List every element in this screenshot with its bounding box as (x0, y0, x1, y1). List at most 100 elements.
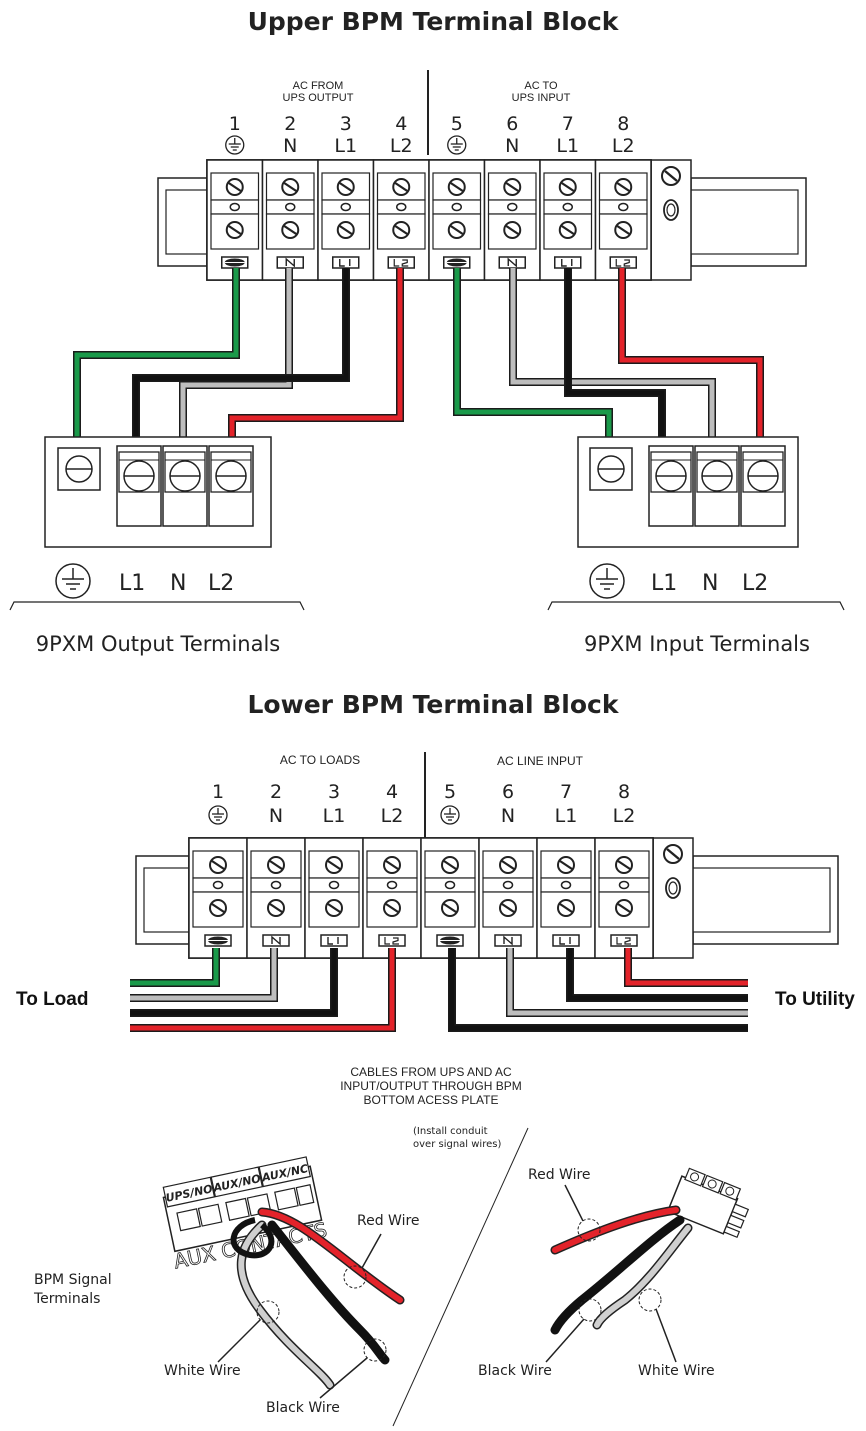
wire-red-load (130, 948, 395, 1031)
wire-white-out (180, 268, 292, 437)
pxm-output-label-n: N (170, 571, 186, 596)
wire-black-out (133, 268, 349, 437)
left-white-wire-label: White Wire (164, 1363, 241, 1379)
pxm-input-bracket (547, 601, 845, 611)
terminal-cell-1 (188, 837, 248, 959)
terminal-name-3: L1 (334, 135, 357, 157)
terminal-number-4: 4 (386, 781, 398, 803)
terminal-name-4: L2 (390, 135, 413, 157)
left-red-wire-label: Red Wire (357, 1213, 420, 1229)
left-black-wire (267, 1220, 390, 1365)
terminal-number-1: 1 (229, 113, 241, 135)
wire-red-utility (625, 948, 748, 986)
pxm-output-caption: 9PXM Output Terminals (36, 632, 281, 656)
terminal-cell-7 (539, 159, 597, 281)
pxm-cell-1 (116, 445, 162, 527)
pxm-input-label-l2: L2 (742, 571, 768, 596)
wire-black-in (565, 268, 665, 437)
left-red-callout-circle (343, 1265, 367, 1289)
terminal-cell-3 (304, 837, 364, 959)
terminal-number-2: 2 (270, 781, 282, 803)
wire-white-load (130, 948, 277, 1001)
right-black-callout-circle (578, 1298, 602, 1322)
terminal-number-7: 7 (562, 113, 574, 135)
wire-black-load (130, 948, 337, 1016)
wire-black-utility (449, 948, 748, 1031)
right-white-leader (655, 1308, 677, 1363)
left-wire-loop (230, 1217, 275, 1259)
lower-wires (130, 948, 748, 1032)
pxm-input-caption: 9PXM Input Terminals (584, 632, 810, 656)
terminal-number-8: 8 (618, 781, 630, 803)
left-white-wire (238, 1222, 333, 1388)
terminal-name-7: L1 (555, 805, 578, 827)
right-black-wire-label: Black Wire (478, 1363, 552, 1379)
right-white-wire-label: White Wire (638, 1363, 715, 1379)
terminal-ground-icon (440, 805, 460, 825)
terminal-cell-5 (428, 159, 486, 281)
terminal-cell-6 (483, 159, 541, 281)
upper-group-right-2: UPS INPUT (512, 92, 571, 104)
left-white-leader (217, 1319, 261, 1363)
left-black-callout-circle (363, 1338, 387, 1362)
terminal-name-8: L2 (612, 135, 635, 157)
to-utility-label: To Utility (775, 989, 855, 1010)
terminal-name-3: L1 (323, 805, 346, 827)
wire-green-out (74, 268, 239, 437)
right-red-wire (552, 1207, 679, 1253)
left-red-leader (361, 1233, 382, 1269)
terminal-number-5: 5 (444, 781, 456, 803)
upper-wires (73, 268, 764, 437)
right-black-leader (545, 1318, 585, 1363)
terminal-cell-6 (478, 837, 538, 959)
pxm-output-label-l1: L1 (119, 571, 145, 596)
pxm-cell-3 (208, 445, 254, 527)
terminal-cell-4 (372, 159, 430, 281)
to-load-label: To Load (16, 989, 88, 1010)
right-red-wire-label: Red Wire (528, 1167, 591, 1183)
conduit-note-1: (Install conduit (413, 1126, 488, 1137)
cables-note-1: CABLES FROM UPS AND AC (350, 1065, 512, 1079)
lower-title: Lower BPM Terminal Block (248, 690, 620, 719)
terminal-number-4: 4 (395, 113, 407, 135)
upper-title: Upper BPM Terminal Block (248, 7, 620, 36)
pxm-input-terminal (577, 436, 799, 548)
terminal-number-3: 3 (340, 113, 352, 135)
pxm-cell-2 (694, 445, 740, 527)
wire-white-in (510, 268, 715, 437)
terminal-cell-2 (261, 159, 319, 281)
terminal-cell-7 (536, 837, 596, 959)
pxm-cell-1 (648, 445, 694, 527)
terminal-cell-1 (206, 159, 264, 281)
separator-line (392, 1127, 529, 1427)
pxm-cell-2 (162, 445, 208, 527)
signal-plug-connector (666, 1167, 750, 1239)
pxm-input-label-n: N (702, 571, 718, 596)
terminal-name-6: N (505, 135, 519, 157)
right-white-callout-circle (638, 1288, 662, 1312)
cables-note-3: BOTTOM ACESS PLATE (364, 1093, 499, 1107)
signal-terminals-label-2: Terminals (33, 1291, 100, 1307)
terminal-cell-8 (594, 837, 654, 959)
cables-note-2: INPUT/OUTPUT THROUGH BPM (340, 1079, 522, 1093)
left-black-wire-label: Black Wire (266, 1400, 340, 1416)
pxm-output-label-l2: L2 (208, 571, 234, 596)
terminal-name-4: L2 (381, 805, 404, 827)
pxm-input-label-l1: L1 (651, 571, 677, 596)
pxm-output-terminal (44, 436, 272, 548)
signal-terminals-label-1: BPM Signal (34, 1272, 112, 1288)
lower-group-left: AC TO LOADS (280, 753, 360, 767)
terminal-cell-2 (246, 837, 306, 959)
upper-terminal-block (157, 159, 807, 281)
terminal-number-6: 6 (502, 781, 514, 803)
upper-group-left-2: UPS OUTPUT (283, 92, 354, 104)
terminal-number-7: 7 (560, 781, 572, 803)
pxm-output-ground-icon (55, 563, 91, 599)
lower-group-right: AC LINE INPUT (497, 754, 584, 768)
terminal-cell-8 (594, 159, 652, 281)
terminal-number-6: 6 (506, 113, 518, 135)
pxm-input-ground-icon (589, 563, 625, 599)
